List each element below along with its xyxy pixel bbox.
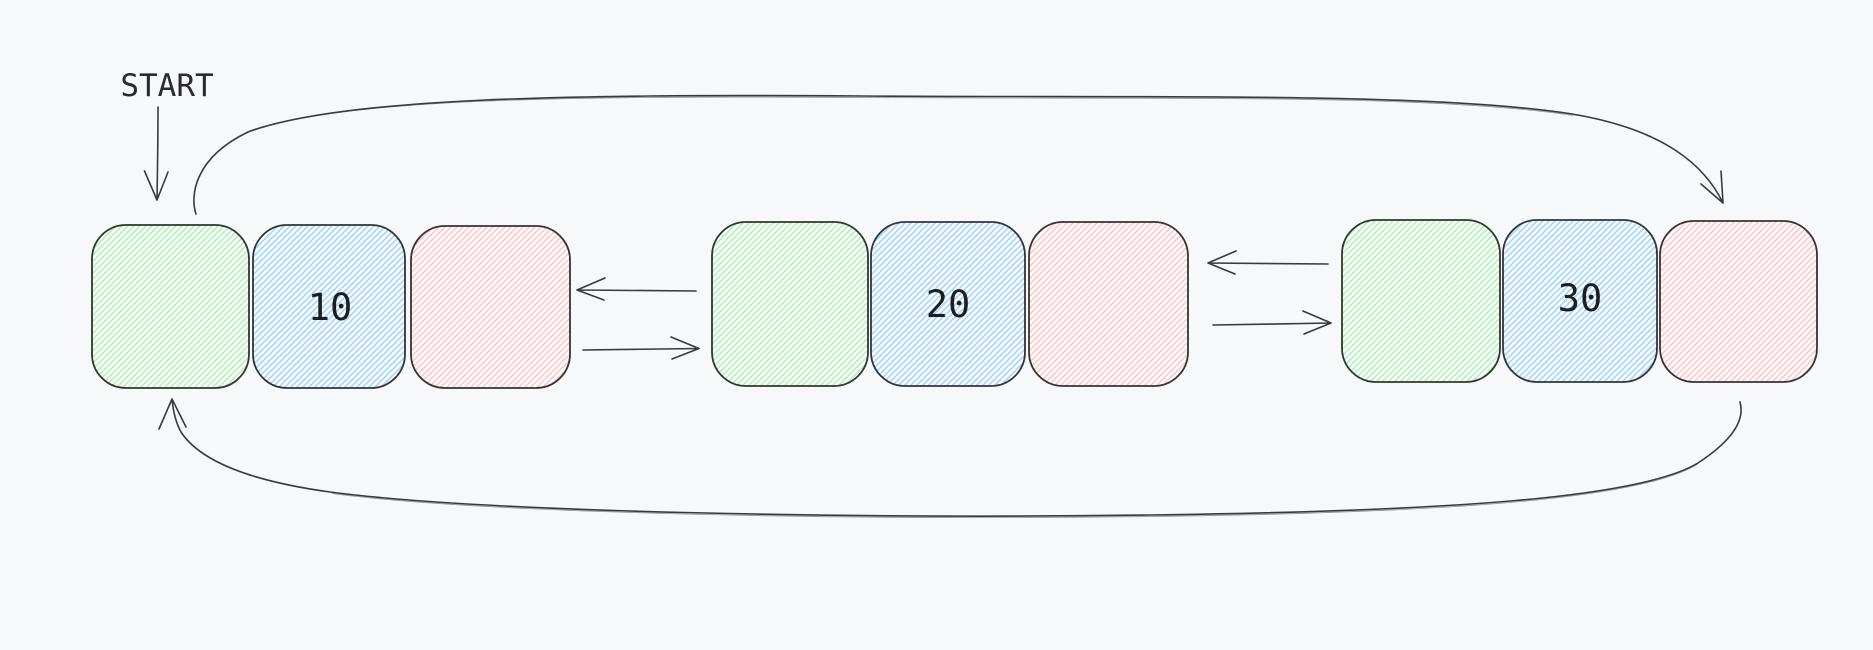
node-2-data-cell [870,221,1026,387]
circular-link-top [193,94,1724,215]
circular-link-bottom [158,398,1742,517]
node-2-prev-cell [711,221,869,387]
circular-link-bottom-echo [331,464,1698,518]
prev-arrow-node2-to-node1 [576,277,697,301]
next-arrow-node1-to-node2 [582,336,700,360]
start-arrow [143,106,169,201]
node-1-next-cell [410,225,571,389]
node-3-next-cell [1659,220,1818,383]
node-3-value: 30 [1558,277,1603,320]
node-2-value: 20 [926,283,971,326]
node-1: 10 [91,224,571,389]
node-2: 20 [711,221,1189,387]
next-arrow-node2-to-node3 [1212,310,1332,335]
node-2-next-cell [1028,221,1189,387]
start-label: START [120,68,213,104]
node-3-prev-cell [1341,219,1501,383]
node-3-data-cell [1502,219,1658,383]
prev-arrow-node3-to-node2 [1207,250,1329,275]
node-3: 30 [1341,219,1818,383]
node-1-prev-cell [91,224,250,389]
node-1-data-cell [252,224,406,389]
node-1-value: 10 [308,286,353,329]
